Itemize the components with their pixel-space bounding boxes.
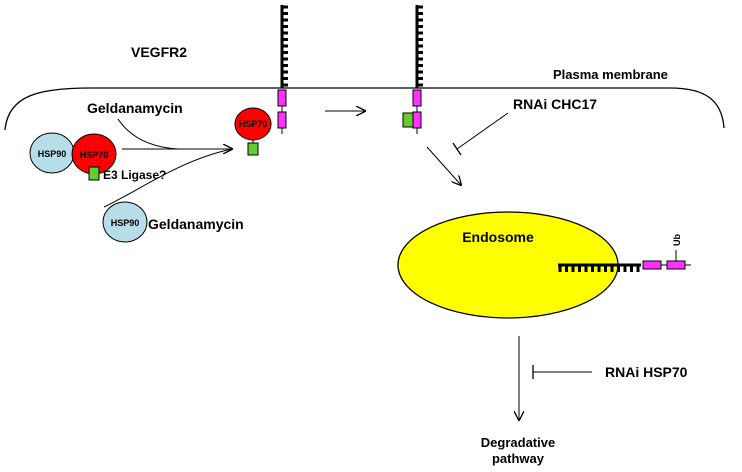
rnai-chc17-label: RNAi CHC17 — [513, 96, 597, 112]
vegfr2-label: VEGFR2 — [131, 44, 187, 60]
rnai-chc17-inhibition-line — [456, 112, 509, 150]
plasma-membrane — [4, 87, 725, 131]
degradative-label-line2: pathway — [492, 451, 545, 466]
vegfr2-receptor-internalizing — [402, 5, 423, 134]
receptor-kinase-domain-lower — [277, 111, 287, 129]
to-endosome-arrow — [426, 146, 461, 185]
e3-ligase-label: E3 Ligase? — [103, 168, 166, 182]
adaptor-green-box — [402, 112, 414, 128]
adaptor-green-box — [247, 142, 259, 156]
receptor-kinase-domain-right — [666, 260, 686, 270]
vegfr2-receptor-endosomal: Ub — [558, 234, 691, 272]
plasma-membrane-label: Plasma membrane — [553, 67, 668, 82]
geldanamycin-top-label: Geldanamycin — [87, 100, 183, 116]
hsp70-left-label: HSP70 — [80, 150, 109, 160]
hsp70-membrane-label: HSP70 — [239, 119, 268, 129]
receptor-kinase-domain-upper — [412, 89, 422, 107]
receptor-kinase-domain-lower — [412, 111, 422, 129]
vegfr2-receptor-membrane — [277, 5, 288, 134]
hsp90-bottom-release-curve — [103, 148, 233, 208]
rnai-chc17-inhibition-bar — [452, 142, 462, 156]
degradative-label-line1: Degradative — [481, 435, 555, 450]
endosome-label: Endosome — [462, 229, 534, 245]
receptor-extracellular-comb — [417, 5, 423, 87]
ub-label: Ub — [672, 234, 682, 246]
geldanamycin-to-complex-curve — [117, 118, 179, 150]
receptor-extracellular-comb — [282, 5, 288, 87]
rnai-hsp70-label: RNAi HSP70 — [605, 364, 688, 380]
hsp90-bottom-label: HSP90 — [111, 218, 140, 228]
receptor-kinase-domain-left — [642, 260, 662, 270]
geldanamycin-bottom-label: Geldanamycin — [148, 216, 244, 232]
hsp90-left-label: HSP90 — [38, 149, 67, 159]
receptor-extracellular-comb — [558, 265, 640, 272]
receptor-kinase-domain-upper — [277, 89, 287, 107]
hsp90-bottom-circle — [102, 201, 148, 243]
adaptor-green-box — [88, 166, 100, 181]
